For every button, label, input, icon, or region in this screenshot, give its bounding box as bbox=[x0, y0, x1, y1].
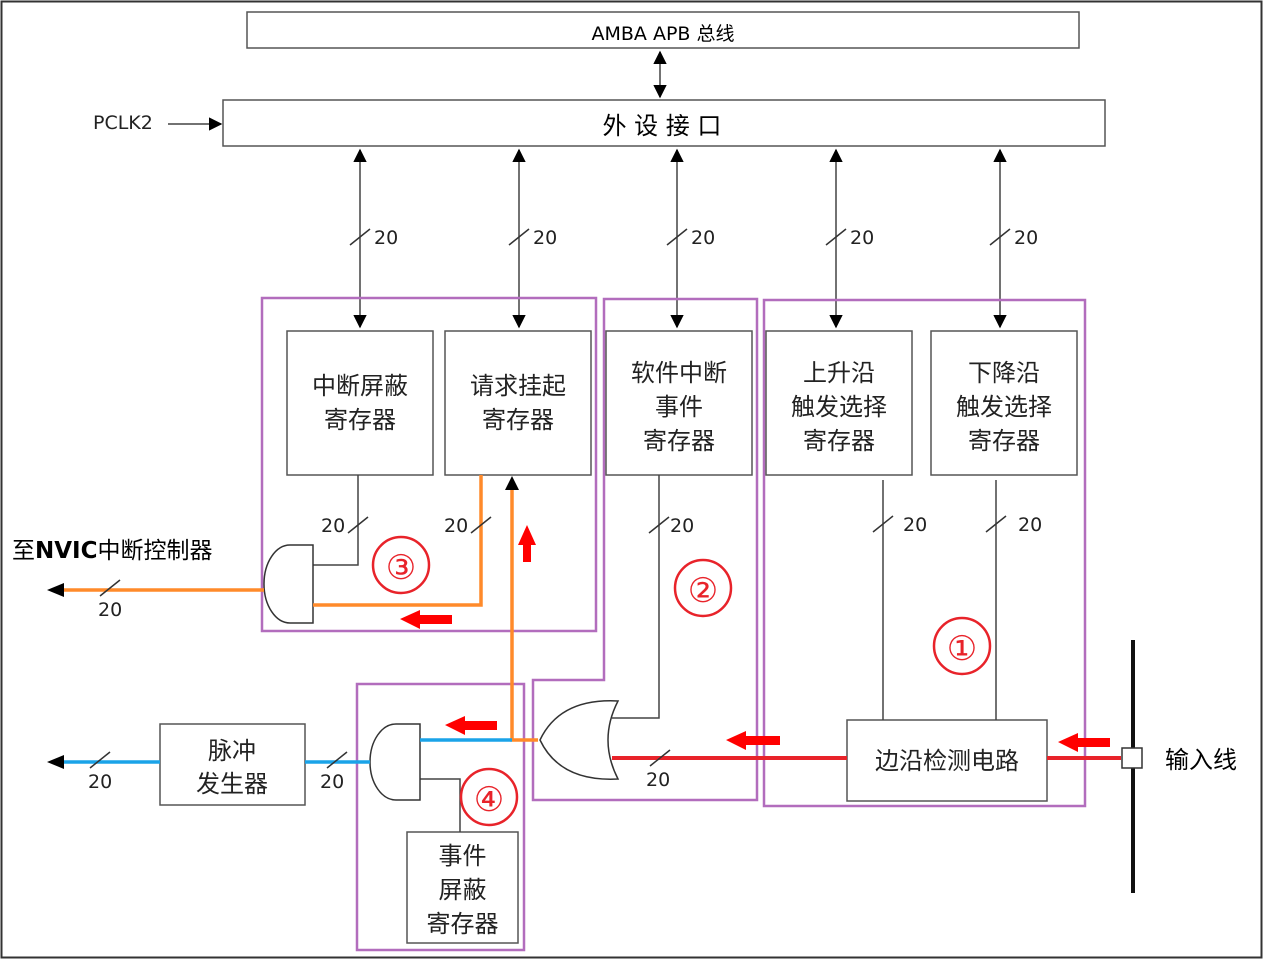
input-line-label: 输入线 bbox=[1165, 746, 1237, 774]
or-gate bbox=[539, 700, 620, 780]
bus-width-label: 20 bbox=[98, 599, 122, 621]
bus-width-slash bbox=[99, 579, 121, 597]
bus-width-label: 20 bbox=[670, 515, 694, 537]
event-mask-register bbox=[406, 831, 519, 944]
left-arrow-icon bbox=[726, 731, 780, 750]
register-label: 寄存器 bbox=[482, 406, 554, 434]
step-3-label: ③ bbox=[386, 548, 416, 588]
pclk2-label: PCLK2 bbox=[93, 112, 153, 134]
bus-width-slash bbox=[872, 515, 894, 533]
input-pin bbox=[1121, 747, 1143, 769]
left-arrow-icon bbox=[1058, 733, 1110, 752]
register-label: 触发选择 bbox=[791, 393, 887, 421]
bus-width-slash bbox=[347, 516, 369, 534]
bus-width-label: 20 bbox=[850, 227, 874, 249]
pending-request-register bbox=[444, 330, 592, 476]
event-mask-wire bbox=[420, 778, 461, 832]
bus-width-label: 20 bbox=[691, 227, 715, 249]
bus-width-slash bbox=[666, 228, 688, 246]
nvic-output-label: 至NVIC中断控制器 bbox=[12, 538, 213, 564]
bus-width-label: 20 bbox=[533, 227, 557, 249]
register-label: 寄存器 bbox=[324, 406, 396, 434]
pending-arrowhead bbox=[505, 476, 519, 490]
software-interrupt-event-register bbox=[605, 330, 753, 476]
falling-trigger-select-register bbox=[930, 330, 1078, 476]
step-1-label: ① bbox=[947, 629, 977, 669]
bus-width-label: 20 bbox=[321, 515, 345, 537]
register-label: 触发选择 bbox=[956, 393, 1052, 421]
and-gate-interrupt bbox=[263, 544, 314, 624]
and-gate-event bbox=[369, 723, 421, 801]
peripheral-interface bbox=[222, 99, 1106, 147]
register-label: 寄存器 bbox=[968, 427, 1040, 455]
register-label: 事件 bbox=[655, 393, 703, 421]
register-label: 事件 bbox=[439, 842, 487, 870]
bus-width-slash bbox=[989, 228, 1011, 246]
up-arrow-icon bbox=[518, 525, 536, 562]
step-4-label: ④ bbox=[474, 780, 504, 820]
register-label: 下降沿 bbox=[968, 359, 1040, 387]
bus-width-label: 20 bbox=[646, 769, 670, 791]
step-markers: ① ② ③ ④ bbox=[371, 535, 992, 827]
edge-detect-circuit bbox=[846, 719, 1048, 802]
step-marker-4 bbox=[459, 767, 519, 827]
register-label: 屏蔽 bbox=[439, 876, 487, 904]
bus-width-slash bbox=[825, 228, 847, 246]
bus-width-label: 20 bbox=[1018, 514, 1042, 536]
group-4 bbox=[355, 682, 526, 952]
bus-width-slash bbox=[349, 228, 371, 246]
bus-width-label: 20 bbox=[1014, 227, 1038, 249]
group-3 bbox=[260, 296, 598, 633]
swi-wire bbox=[612, 475, 660, 719]
edge-detect-label: 边沿检测电路 bbox=[875, 747, 1019, 775]
bus-width-slash bbox=[648, 516, 670, 534]
register-label: 寄存器 bbox=[803, 427, 875, 455]
step-2-label: ② bbox=[688, 571, 718, 611]
amba-apb-bus bbox=[246, 11, 1080, 49]
nvic-arrowhead bbox=[47, 583, 64, 597]
step-marker-2 bbox=[673, 558, 733, 618]
left-arrow-icon bbox=[445, 716, 497, 735]
bus-width-slash bbox=[326, 751, 348, 769]
bus-width-slash bbox=[508, 228, 530, 246]
pulse-generator-label: 脉冲 bbox=[208, 737, 256, 765]
mask-to-and-wire bbox=[313, 475, 359, 566]
group-1 bbox=[762, 298, 1087, 808]
bus-width-slash bbox=[89, 751, 111, 769]
register-label: 中断屏蔽 bbox=[312, 372, 408, 400]
bus-width-label: 20 bbox=[374, 227, 398, 249]
group-2 bbox=[531, 297, 759, 802]
register-label: 寄存器 bbox=[427, 910, 499, 938]
register-label: 上升沿 bbox=[803, 359, 875, 387]
left-arrow-icon bbox=[400, 610, 452, 629]
pending-to-and-path bbox=[313, 475, 483, 607]
register-label: 软件中断 bbox=[631, 359, 727, 387]
bus-width-label: 20 bbox=[88, 771, 112, 793]
bus-width-slash bbox=[985, 515, 1007, 533]
flow-arrows bbox=[400, 525, 1110, 752]
event-arrowhead bbox=[47, 755, 64, 769]
rising-trigger-select-register bbox=[765, 330, 913, 476]
register-label: 请求挂起 bbox=[470, 372, 566, 400]
trigger-wires bbox=[882, 480, 997, 720]
interrupt-mask-register bbox=[286, 330, 434, 476]
bus-width-label: 20 bbox=[444, 515, 468, 537]
bus-width-slash bbox=[470, 516, 492, 534]
step-marker-1 bbox=[932, 616, 992, 676]
pulse-generator bbox=[159, 723, 306, 806]
peripheral-interface-label: 外 设 接 口 bbox=[603, 112, 722, 140]
bus-width-label: 20 bbox=[903, 514, 927, 536]
bus-width-slash bbox=[649, 749, 671, 767]
step-marker-3 bbox=[371, 535, 431, 595]
pulse-generator-label: 发生器 bbox=[196, 770, 268, 798]
register-label: 寄存器 bbox=[643, 427, 715, 455]
bus-width-label: 20 bbox=[320, 771, 344, 793]
amba-bus-label: AMBA APB 总线 bbox=[592, 23, 735, 45]
